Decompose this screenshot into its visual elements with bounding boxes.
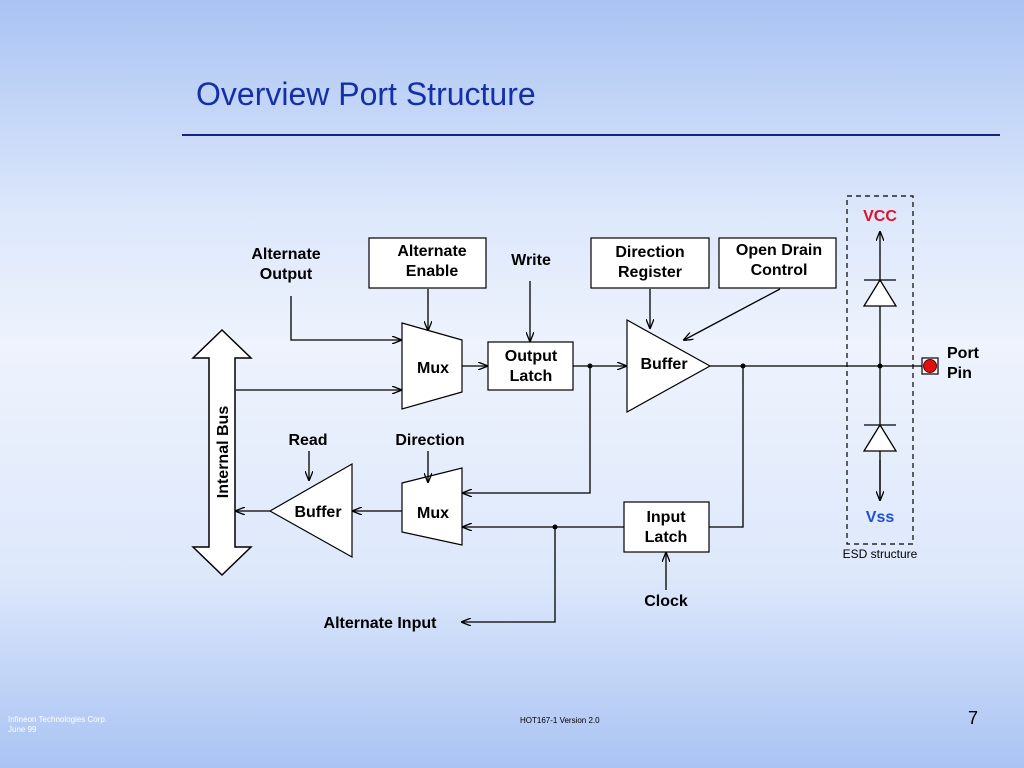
internal-bus-label: Internal Bus: [215, 406, 232, 499]
internal-bus-arrow: [191, 328, 253, 577]
junction-dots: [552, 363, 883, 530]
read-label: Read: [288, 432, 327, 449]
mux-top-label: Mux: [417, 360, 449, 377]
direction-label: Direction: [395, 432, 464, 449]
alternate-enable-label-1: Alternate: [397, 243, 466, 260]
mux-bottom: [401, 467, 463, 546]
mux-bottom-label: Mux: [417, 505, 449, 522]
output-latch-box: [487, 341, 574, 391]
esd-diode-top: [862, 278, 898, 307]
alternate-enable-box: [368, 237, 487, 289]
mux-top: [401, 322, 463, 410]
vss-label: Vss: [866, 509, 895, 526]
footer-company: Infineon Technologies Corp. June 99: [8, 715, 107, 735]
port-pin-label-2: Pin: [947, 365, 972, 382]
alternate-input-label: Alternate Input: [324, 615, 438, 632]
slide-title: Overview Port Structure: [196, 76, 536, 112]
output-buffer-label: Buffer: [640, 356, 687, 373]
alternate-output-label-2: Output: [260, 266, 313, 283]
open-drain-control-box: [718, 237, 837, 289]
port-pin-dot[interactable]: [923, 359, 937, 373]
vcc-label: VCC: [863, 208, 897, 225]
direction-register-label-2: Register: [618, 264, 682, 281]
page-number: 7: [968, 708, 979, 728]
input-latch-label-1: Input: [646, 509, 686, 526]
alternate-enable-label-2: Enable: [406, 263, 459, 280]
write-label: Write: [511, 252, 551, 269]
footer-version: HOT167-1 Version 2.0: [520, 716, 600, 725]
input-buffer-label: Buffer: [294, 504, 341, 521]
port-pin-label-1: Port: [947, 345, 980, 362]
footer-date: June 99: [8, 725, 37, 734]
clock-label: Clock: [644, 593, 688, 610]
output-latch-label-2: Latch: [510, 368, 553, 385]
signal-wires: [236, 232, 922, 622]
output-latch-label-1: Output: [505, 348, 558, 365]
title-divider: [182, 134, 1000, 136]
input-latch-label-2: Latch: [645, 529, 688, 546]
esd-diode-bottom: [862, 423, 898, 452]
output-buffer: [626, 318, 712, 414]
esd-structure-label: ESD structure: [843, 547, 918, 561]
open-drain-control-label-1: Open Drain: [736, 242, 822, 259]
direction-register-box: [590, 237, 710, 289]
footer-company-name: Infineon Technologies Corp.: [8, 715, 108, 724]
direction-register-label-1: Direction: [615, 244, 684, 261]
open-drain-control-label-2: Control: [751, 262, 808, 279]
alternate-output-label-1: Alternate: [251, 246, 320, 263]
